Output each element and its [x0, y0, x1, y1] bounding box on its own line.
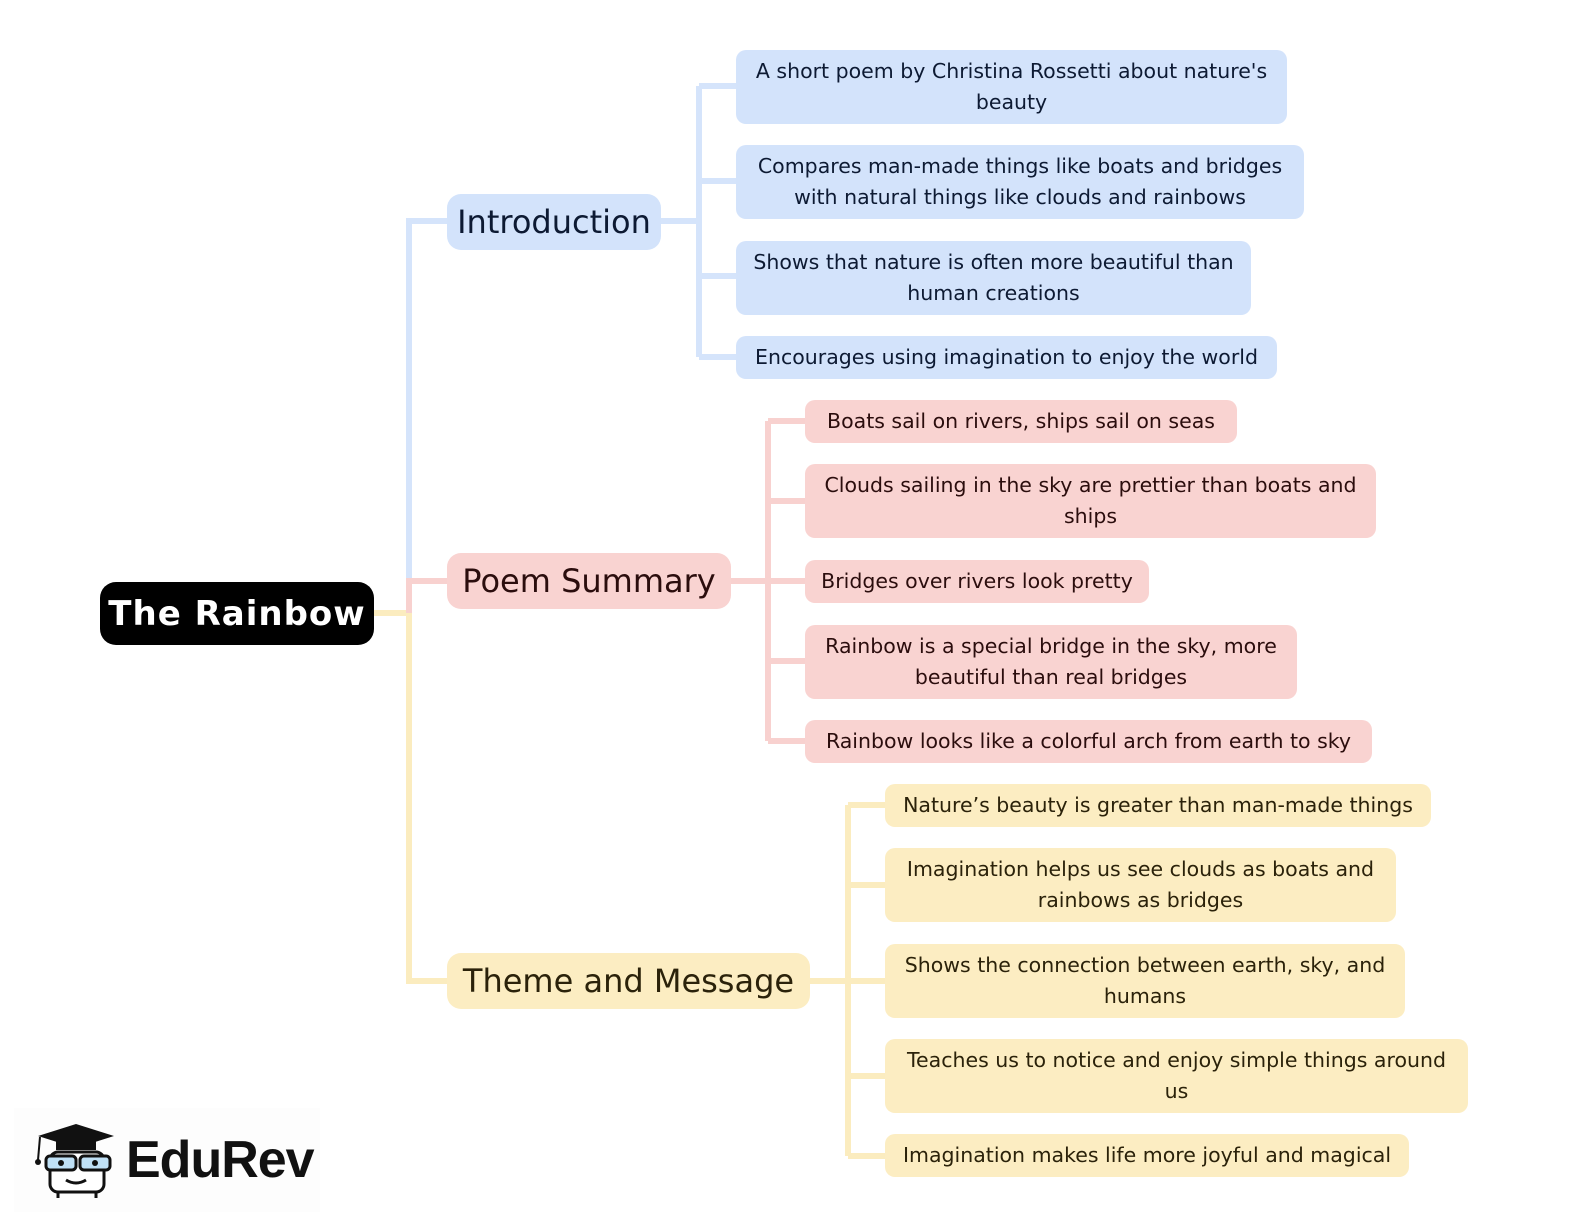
item-text: Imagination helps us see clouds as boats… — [906, 857, 1375, 912]
branch-label: Theme and Message — [462, 962, 795, 1000]
theme-item[interactable]: Imagination makes life more joyful and m… — [885, 1134, 1409, 1177]
root-node[interactable]: The Rainbow — [100, 582, 374, 645]
theme-item[interactable]: Teaches us to notice and enjoy simple th… — [885, 1039, 1468, 1113]
item-text: Bridges over rivers look pretty — [821, 569, 1133, 593]
poem-summary-item[interactable]: Clouds sailing in the sky are prettier t… — [805, 464, 1376, 538]
introduction-item[interactable]: A short poem by Christina Rossetti about… — [736, 50, 1287, 124]
item-text: Boats sail on rivers, ships sail on seas — [827, 409, 1215, 433]
introduction-item[interactable]: Compares man-made things like boats and … — [736, 145, 1304, 219]
connector-theme-items — [810, 802, 886, 1159]
theme-item[interactable]: Imagination helps us see clouds as boats… — [885, 848, 1396, 922]
branch-poem-summary[interactable]: Poem Summary — [447, 553, 731, 609]
introduction-item[interactable]: Encourages using imagination to enjoy th… — [736, 336, 1277, 379]
poem-summary-item[interactable]: Rainbow looks like a colorful arch from … — [805, 720, 1372, 763]
item-text: Shows the connection between earth, sky,… — [904, 953, 1386, 1008]
item-text: Compares man-made things like boats and … — [757, 154, 1283, 209]
branch-introduction[interactable]: Introduction — [447, 194, 661, 250]
item-text: Clouds sailing in the sky are prettier t… — [824, 473, 1357, 528]
item-text: Rainbow is a special bridge in the sky, … — [825, 634, 1277, 689]
branch-theme-and-message[interactable]: Theme and Message — [447, 953, 810, 1009]
connector-introduction-items — [660, 83, 737, 360]
connector-root-poem-summary — [406, 578, 448, 613]
item-text: Rainbow looks like a colorful arch from … — [825, 729, 1352, 753]
introduction-item[interactable]: Shows that nature is often more beautifu… — [736, 241, 1251, 315]
poem-summary-item[interactable]: Boats sail on rivers, ships sail on seas — [805, 400, 1237, 443]
item-text: Shows that nature is often more beautifu… — [753, 250, 1234, 305]
logo-text: EduRev — [126, 1131, 315, 1189]
connector-root-introduction — [406, 218, 448, 613]
connector-poem-summary-items — [730, 418, 806, 744]
root-title: The Rainbow — [108, 593, 366, 634]
theme-item[interactable]: Shows the connection between earth, sky,… — [885, 944, 1405, 1018]
branch-label: Introduction — [457, 203, 651, 241]
item-text: Nature’s beauty is greater than man-made… — [903, 793, 1413, 817]
graduation-cap-mascot-icon — [35, 1124, 114, 1198]
connector-root-theme — [406, 613, 448, 984]
poem-summary-item[interactable]: Bridges over rivers look pretty — [805, 560, 1149, 603]
item-text: Imagination makes life more joyful and m… — [902, 1143, 1392, 1167]
item-text: Teaches us to notice and enjoy simple th… — [906, 1048, 1446, 1103]
poem-summary-item[interactable]: Rainbow is a special bridge in the sky, … — [805, 625, 1297, 699]
branch-label: Poem Summary — [462, 562, 716, 600]
item-text: A short poem by Christina Rossetti about… — [755, 59, 1268, 114]
item-text: Encourages using imagination to enjoy th… — [755, 345, 1258, 369]
edurev-logo: EduRev — [14, 1108, 320, 1212]
theme-item[interactable]: Nature’s beauty is greater than man-made… — [885, 784, 1431, 827]
